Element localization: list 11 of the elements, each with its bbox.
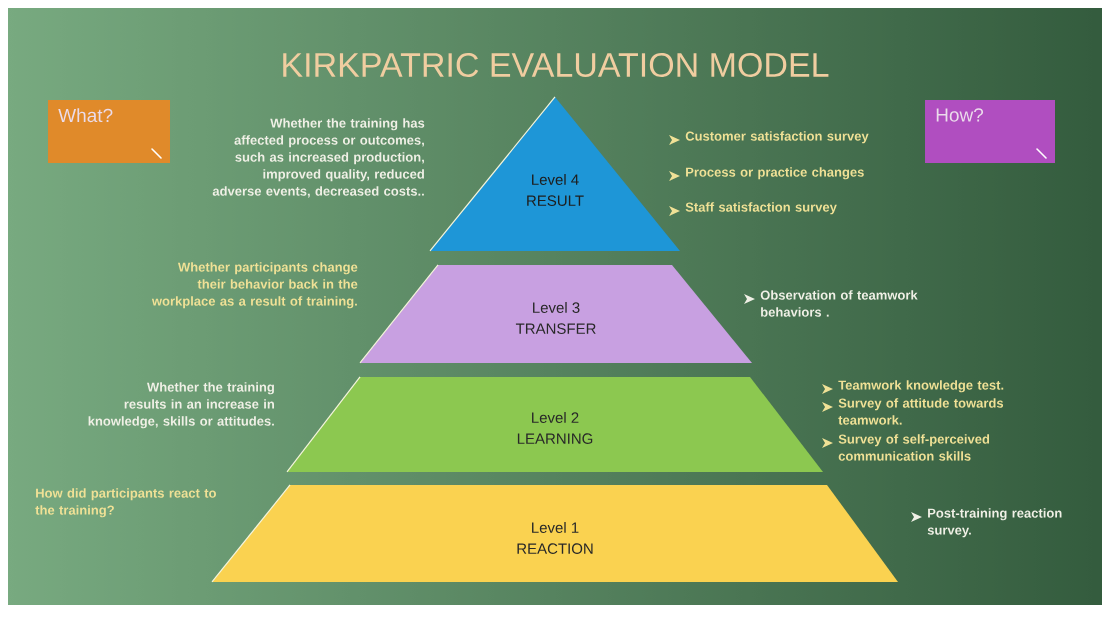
description-text: Survey of self-perceived communication skills — [838, 434, 990, 461]
description-text: Whether the training results in an increase in knowledge, skills or attitudes. — [88, 382, 274, 429]
pyramid-level: Level 3 TRANSFER — [359, 264, 752, 364]
title: KIRKPATRIC EVALUATION MODEL — [283, 52, 829, 77]
pyramid-level: Level 2 LEARNING — [286, 376, 823, 473]
description-text: Post-training reaction survey. — [927, 508, 1062, 538]
description-text: Teamwork knowledge test. — [838, 380, 1004, 393]
note-box: What? — [48, 100, 170, 163]
description-text: Survey of attitude towards teamwork. — [838, 398, 1004, 425]
pyramid-level: Level 4 RESULT — [429, 96, 680, 252]
note-box: How? — [925, 100, 1055, 163]
